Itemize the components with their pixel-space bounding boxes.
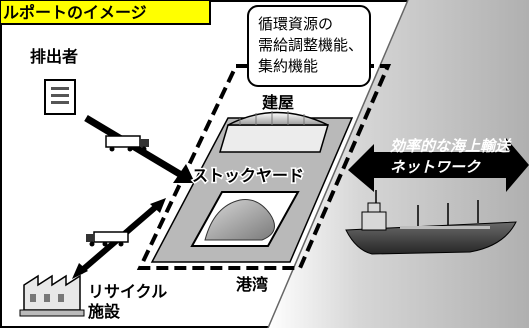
callout-box: 循環資源の 需給調整機能、 集約機能 [247, 5, 371, 87]
callout-line1: 循環資源の [258, 15, 333, 33]
maritime-network-arrow [348, 138, 529, 192]
building-icon [218, 111, 330, 153]
emitter-document-icon [44, 79, 76, 115]
recycling-label-line1: リサイクル [88, 282, 167, 301]
stockyard-pit [190, 191, 300, 247]
factory-icon [19, 274, 85, 317]
title-banner: ルポートのイメージ [0, 0, 211, 25]
emitter-label: 排出者 [30, 47, 78, 66]
title-banner-text: ルポートのイメージ [3, 3, 147, 22]
network-label-line2: ネットワーク [390, 158, 481, 176]
truck-icon-lower [86, 231, 129, 247]
callout-line2: 需給調整機能、 [258, 36, 363, 54]
network-label-line1: 効率的な海上輸送 [390, 137, 512, 155]
building-label: 建屋 [262, 93, 294, 112]
coastline [267, 0, 409, 329]
port-label: 港湾 [236, 275, 268, 294]
truck-icon-upper [105, 135, 149, 152]
recycling-label-line2: 施設 [88, 302, 121, 321]
callout-line3: 集約機能 [258, 57, 318, 75]
ship-icon [345, 190, 517, 255]
stockyard-label: ストックヤード [192, 166, 304, 185]
